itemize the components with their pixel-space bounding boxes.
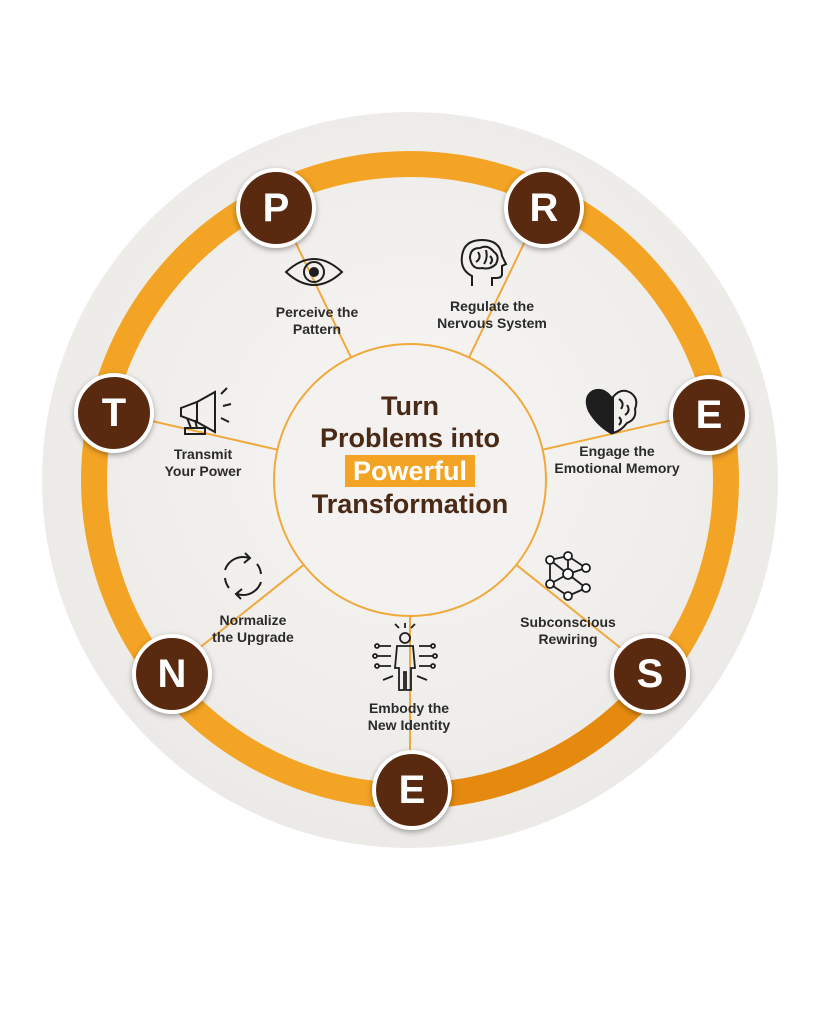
badge-letter-s: S: [610, 634, 690, 714]
segment-label-subconscious: Subconscious Rewiring: [520, 614, 616, 647]
ring-arc-3: [657, 418, 739, 673]
ring-arc-7: [94, 192, 267, 402]
ring-arc-1: [280, 151, 540, 200]
ring-arc-2: [553, 192, 726, 402]
segment-label-regulate: Regulate the Nervous System: [437, 298, 547, 331]
segment-label-transmit: Transmit Your Power: [164, 446, 242, 479]
center-title: Turn Problems into Powerful Transformati…: [270, 390, 550, 520]
eye-icon: [284, 258, 344, 286]
badge-letter-e-upper: E: [669, 375, 749, 455]
segment-label-engage: Engage the Emotional Memory: [554, 443, 680, 476]
center-title-highlight: Powerful: [344, 455, 475, 487]
refresh-cycle-icon: [224, 552, 262, 600]
ring-arc-6: [81, 418, 163, 673]
center-title-line-1: Turn: [381, 391, 439, 421]
badge-letter-e-lower: E: [372, 750, 452, 830]
ring-arc-5: [164, 680, 401, 809]
center-title-line-2: Problems into: [319, 423, 501, 453]
center-title-line-4: Transformation: [311, 489, 509, 519]
body-network-icon: [372, 623, 438, 691]
ring-arc-4: [419, 680, 656, 809]
neural-network-icon: [545, 551, 591, 601]
segment-label-perceive: Perceive the Pattern: [275, 304, 359, 337]
brain-head-icon: [460, 238, 508, 286]
badge-letter-p: P: [236, 168, 316, 248]
megaphone-icon: [180, 387, 232, 435]
badge-letter-t: T: [74, 373, 154, 453]
heart-brain-icon: [585, 388, 638, 435]
outer-ring: [81, 151, 739, 809]
badge-letter-r: R: [504, 168, 584, 248]
badge-letter-n: N: [132, 634, 212, 714]
segment-label-embody: Embody the New Identity: [367, 700, 451, 733]
segment-label-normalize: Normalize the Upgrade: [212, 612, 294, 645]
